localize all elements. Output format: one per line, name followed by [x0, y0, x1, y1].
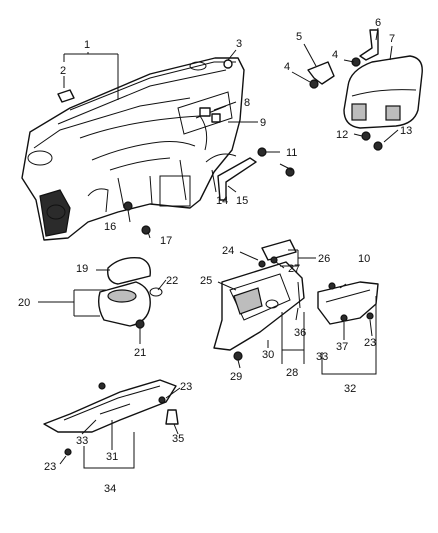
- callout-13: 13: [400, 125, 412, 137]
- ring-22: [149, 287, 163, 297]
- glove-box-latch-26: [258, 239, 297, 268]
- callout-4-left: 4: [284, 61, 290, 73]
- callout-28: 28: [286, 367, 298, 379]
- bracket-5: [307, 61, 335, 85]
- vent-8: [199, 107, 221, 123]
- callout-23-left: 23: [44, 461, 56, 473]
- callout-21: 21: [134, 347, 146, 359]
- callout-20: 20: [18, 297, 30, 309]
- callout-19: 19: [76, 263, 88, 275]
- callout-17: 17: [160, 235, 172, 247]
- column-cover-lower: [97, 281, 151, 327]
- leader-lines: [38, 27, 399, 469]
- callout-30: 30: [262, 349, 274, 361]
- callout-16: 16: [104, 221, 116, 233]
- callout-12: 12: [336, 129, 348, 141]
- callout-35: 35: [172, 433, 184, 445]
- callout-10: 10: [358, 253, 370, 265]
- callout-5: 5: [296, 31, 302, 43]
- callout-labels: 1 2 3 5 6 4 4 7 8 9 12 13 11 10 14 15 16…: [18, 17, 412, 495]
- callout-8: 8: [244, 97, 250, 109]
- callout-2: 2: [60, 65, 66, 77]
- pin-36: [297, 281, 301, 309]
- lower-cover-left: [43, 379, 179, 456]
- callout-9: 9: [260, 117, 266, 129]
- instrument-panel: [21, 57, 245, 241]
- screw-3: [223, 59, 233, 69]
- side-cover-right: [317, 281, 379, 325]
- callout-23-right: 23: [364, 337, 376, 349]
- callout-31: 31: [106, 451, 118, 463]
- callout-6: 6: [375, 17, 381, 29]
- screw-29: [233, 351, 243, 361]
- callout-24: 24: [222, 245, 234, 257]
- callout-23-mid: 23: [180, 381, 192, 393]
- bracket-6: [359, 29, 379, 61]
- glove-box-door: [213, 261, 305, 351]
- clip-2: [57, 89, 75, 103]
- callout-27: 27: [288, 263, 300, 275]
- column-cover-upper: [107, 257, 151, 285]
- callout-7: 7: [389, 33, 395, 45]
- callout-37: 37: [336, 341, 348, 353]
- callout-25: 25: [200, 275, 212, 287]
- nut-4: [309, 57, 361, 89]
- callout-36: 36: [294, 327, 306, 339]
- callout-26: 26: [318, 253, 330, 265]
- callout-33-right: 33: [316, 351, 328, 363]
- screw-21: [135, 319, 145, 329]
- callout-22: 22: [166, 275, 178, 287]
- callout-15: 15: [236, 195, 248, 207]
- callout-4-right: 4: [332, 49, 338, 61]
- harness-bracket: [205, 147, 295, 201]
- callout-32: 32: [344, 383, 356, 395]
- callout-29: 29: [230, 371, 242, 383]
- callout-33-left: 33: [76, 435, 88, 447]
- callout-34: 34: [104, 483, 116, 495]
- callout-1: 1: [84, 39, 90, 51]
- callout-14: 14: [216, 195, 228, 207]
- callout-3: 3: [236, 38, 242, 50]
- airbag-module: [343, 55, 423, 129]
- bolts-12-13: [361, 131, 383, 151]
- callout-11: 11: [286, 147, 297, 159]
